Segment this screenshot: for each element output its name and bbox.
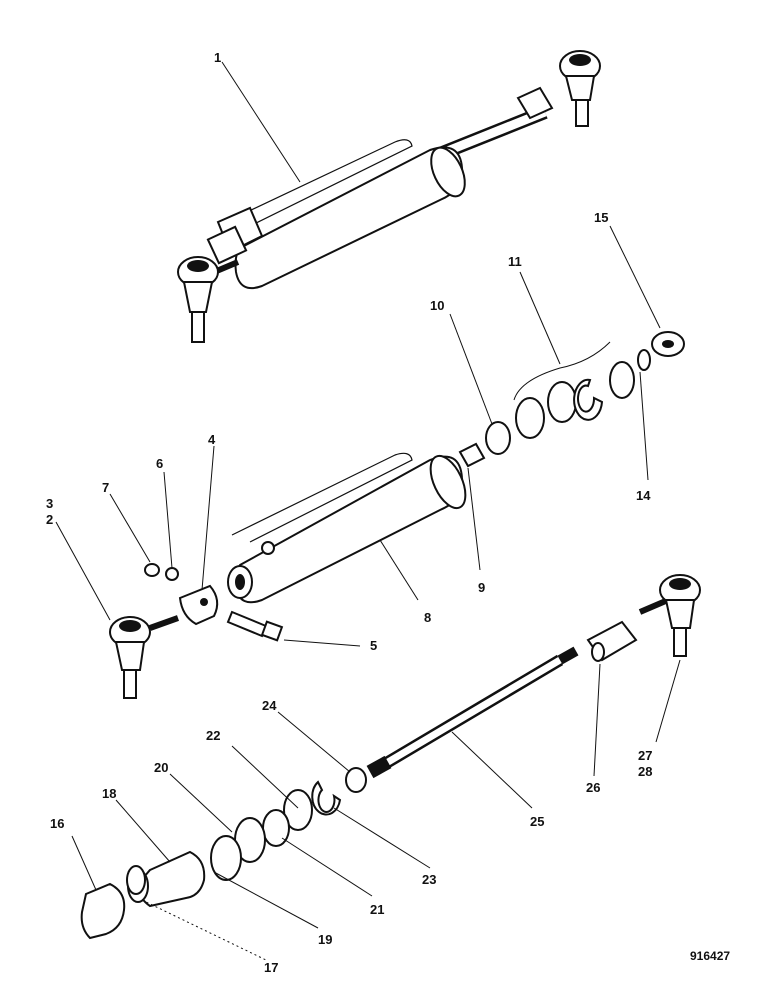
callout-24: 24 [262, 698, 277, 713]
callout-19: 19 [318, 932, 332, 947]
callout-25: 25 [530, 814, 544, 829]
pivot-bracket-parts [144, 563, 284, 642]
figure-reference-number: 916427 [690, 949, 730, 963]
callout-16: 16 [50, 816, 64, 831]
callout-11: 11 [508, 254, 522, 269]
callout-22: 22 [206, 728, 220, 743]
callout-9: 9 [478, 580, 485, 595]
callout-17: 17 [264, 960, 278, 975]
callout-6: 6 [156, 456, 163, 471]
callout-20: 20 [154, 760, 168, 775]
callout-1: 1 [214, 50, 221, 65]
callout-27: 27 [638, 748, 652, 763]
callout-3: 3 [46, 496, 53, 511]
ball-joint-left [109, 615, 180, 699]
cylinder-assembly [177, 50, 601, 343]
cylinder-body [227, 452, 467, 604]
callout-23: 23 [422, 872, 436, 887]
leader-lines [55, 61, 681, 961]
seal-kit [458, 331, 685, 468]
callout-7: 7 [102, 480, 109, 495]
callout-10: 10 [430, 298, 444, 313]
callout-15: 15 [594, 210, 608, 225]
ball-joint-right [638, 574, 701, 657]
piston-rod [366, 620, 638, 779]
callout-14: 14 [636, 488, 651, 503]
callout-5: 5 [370, 638, 377, 653]
callout-21: 21 [370, 902, 384, 917]
callout-8: 8 [424, 610, 431, 625]
callout-2: 2 [46, 512, 53, 527]
callout-28: 28 [638, 764, 652, 779]
piston-seal-parts [80, 767, 367, 940]
callout-18: 18 [102, 786, 116, 801]
callout-26: 26 [586, 780, 600, 795]
callout-labels: 1 2 3 4 5 6 7 8 9 10 11 14 15 16 17 18 1… [46, 50, 730, 975]
callout-4: 4 [208, 432, 216, 447]
